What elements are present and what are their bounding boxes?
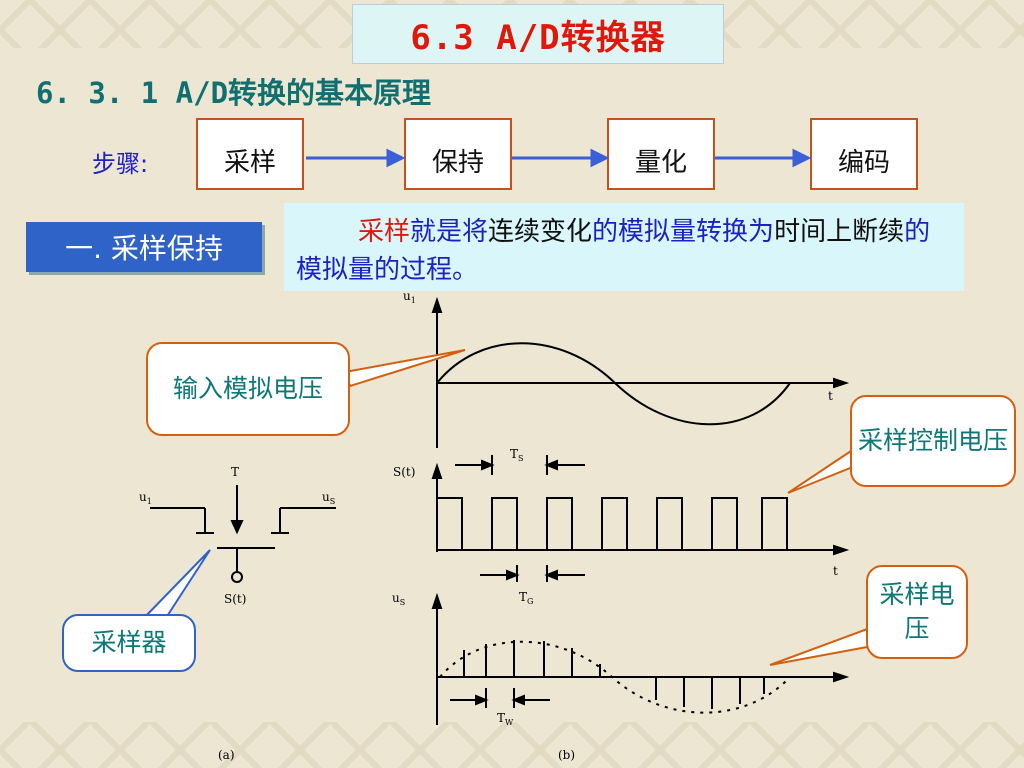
- label-tg: T: [519, 590, 527, 604]
- step-holding: 保持: [404, 118, 512, 190]
- svg-text:TS: TS: [510, 447, 524, 463]
- steps-label: 步骤:: [92, 150, 149, 178]
- input-label-u1: u: [139, 490, 147, 504]
- definition-text: 时间上断续: [774, 217, 905, 247]
- axis-label-t: t: [833, 564, 838, 578]
- axis-label-u1: u: [403, 289, 411, 303]
- callout-control-voltage: 采样控制电压: [850, 395, 1016, 487]
- definition-term: 采样: [358, 217, 411, 247]
- svg-text:u1: u1: [139, 490, 152, 506]
- callout-input-voltage: 输入模拟电压: [146, 342, 350, 436]
- switch-label-st: S(t): [224, 592, 246, 606]
- label-ts: T: [510, 447, 518, 461]
- step-quantization: 量化: [607, 118, 715, 190]
- figure-label-a: (a): [218, 748, 235, 762]
- svg-text:TW: TW: [497, 711, 514, 727]
- callout-sampler: 采样器: [62, 614, 196, 672]
- page-title: 6.3 A/D转换器: [352, 4, 724, 64]
- svg-text:u1: u1: [403, 289, 416, 305]
- output-label-us: u: [322, 490, 330, 504]
- step-sampling: 采样: [196, 118, 304, 190]
- axis-label-us-sub: S: [400, 598, 405, 607]
- label-tg-sub: G: [527, 597, 533, 606]
- svg-text:uS: uS: [392, 591, 405, 607]
- figure-label-b: (b): [558, 748, 575, 762]
- label-ts-sub: S: [518, 454, 523, 463]
- axis-label-u1-sub: 1: [411, 296, 416, 305]
- svg-text:TG: TG: [519, 590, 533, 606]
- label-tw: T: [497, 711, 505, 725]
- definition-text: 的模拟量转换为: [592, 217, 775, 247]
- definition-text: 的模拟量的过程。: [296, 217, 931, 285]
- definition-text: 就是将: [410, 217, 489, 247]
- axis-label-st: S(t): [393, 465, 415, 479]
- section-heading: 6. 3. 1 A/D转换的基本原理: [36, 76, 432, 110]
- output-label-us-sub: S: [330, 497, 335, 506]
- input-label-u1-sub: 1: [147, 497, 152, 506]
- label-tw-sub: W: [505, 718, 514, 727]
- axis-label-us: u: [392, 591, 400, 605]
- callout-sample-voltage: 采样电压: [866, 565, 968, 659]
- definition-text: 连续变化: [488, 217, 593, 247]
- switch-label-t: T: [231, 465, 239, 479]
- axis-label-t: t: [828, 389, 833, 403]
- definition-box: 采样就是将连续变化的模拟量转换为时间上断续的模拟量的过程。: [284, 203, 964, 291]
- section-tag: 一. 采样保持: [26, 222, 262, 272]
- svg-text:uS: uS: [322, 490, 335, 506]
- step-encoding: 编码: [810, 118, 918, 190]
